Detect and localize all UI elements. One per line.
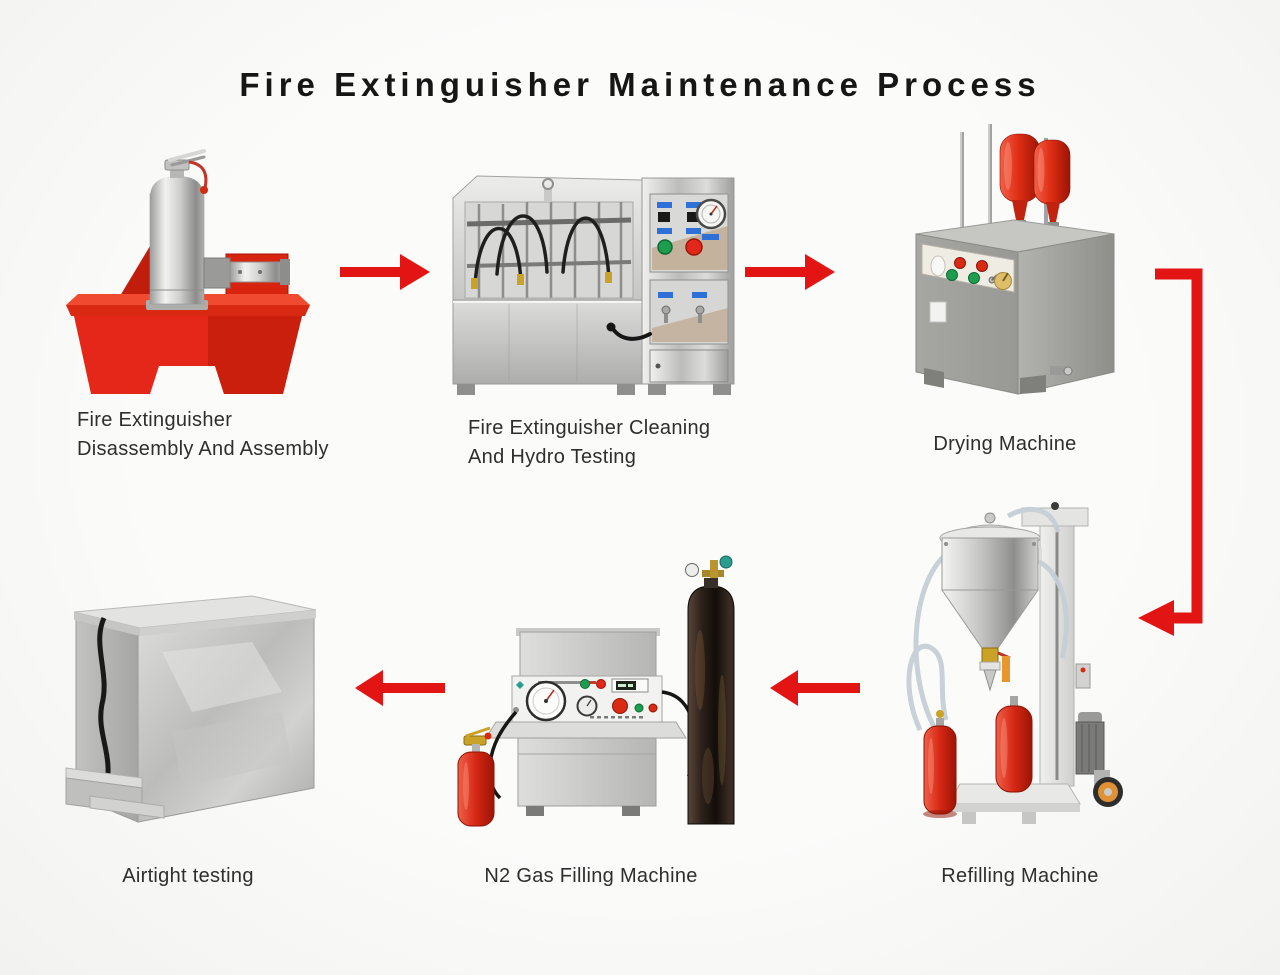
lift-column bbox=[1021, 502, 1091, 787]
caption-airtight: Airtight testing bbox=[122, 865, 254, 887]
machine-disassembly-and-assembly bbox=[58, 148, 318, 398]
hose-fitting bbox=[471, 278, 478, 289]
caption-n2-filling: N2 Gas Filling Machine bbox=[484, 865, 698, 887]
red-button bbox=[954, 257, 966, 269]
regulator-gauge bbox=[685, 563, 699, 577]
arrow-step4-to-step5-icon bbox=[768, 668, 863, 708]
extinguisher-on-floor bbox=[923, 710, 957, 818]
caption-disassembly: Fire Extinguisher Disassembly And Assemb… bbox=[77, 406, 329, 464]
machine-cleaning-and-hydro-testing bbox=[445, 152, 745, 397]
extinguisher-on-platform bbox=[995, 696, 1033, 793]
arrow-step5-to-step6-icon bbox=[353, 668, 448, 708]
vacuum-pump-motor bbox=[1075, 712, 1105, 775]
drain-valve bbox=[1050, 366, 1073, 376]
extinguisher-cylinder bbox=[146, 149, 208, 310]
caption-drying: Drying Machine bbox=[933, 433, 1077, 455]
powder-hopper bbox=[939, 512, 1042, 649]
green-button bbox=[968, 272, 980, 284]
caption-line: Fire Extinguisher bbox=[77, 409, 233, 431]
cylinder-regulator bbox=[685, 555, 733, 578]
label-sticker bbox=[929, 301, 947, 323]
red-workbench bbox=[66, 246, 310, 394]
filling-nozzle bbox=[979, 647, 1011, 692]
test-hoses bbox=[473, 214, 611, 288]
small-green-button bbox=[634, 703, 644, 713]
caption-line: Fire Extinguisher Cleaning bbox=[468, 417, 711, 439]
refilling-machine-illustration bbox=[906, 502, 1123, 824]
water-tub bbox=[452, 299, 643, 385]
caster-wheel bbox=[1093, 770, 1123, 807]
machine-drying bbox=[900, 120, 1130, 395]
tank-body bbox=[73, 595, 317, 823]
main-pressure-gauge bbox=[525, 680, 567, 722]
water-faucet bbox=[542, 178, 554, 202]
airtight-testing-tank-illustration bbox=[65, 595, 317, 823]
caption-refilling: Refilling Machine bbox=[941, 865, 1099, 887]
inverted-red-tanks bbox=[999, 133, 1071, 228]
large-red-button bbox=[612, 698, 628, 714]
red-button bbox=[976, 260, 988, 272]
caption-line: Disassembly And Assembly bbox=[77, 438, 329, 460]
small-red-extinguisher bbox=[457, 726, 495, 827]
secondary-gauge bbox=[576, 695, 598, 717]
machine-foot bbox=[924, 368, 944, 388]
caption-line: And Hydro Testing bbox=[468, 446, 637, 468]
work-ledge bbox=[485, 721, 687, 739]
regulator-handwheel bbox=[719, 555, 733, 569]
control-column bbox=[606, 177, 735, 385]
arrow-step3-to-step4-elbow-icon bbox=[1128, 258, 1218, 643]
red-stop-button bbox=[685, 238, 703, 256]
disassembly-machine-illustration bbox=[66, 149, 310, 394]
switch-box bbox=[1075, 663, 1091, 689]
machine-airtight-testing bbox=[52, 582, 332, 837]
clamp-assembly bbox=[203, 257, 290, 289]
machine-refilling bbox=[890, 498, 1140, 833]
control-panel bbox=[921, 243, 1015, 293]
cleaning-machine-illustration bbox=[452, 175, 735, 395]
caption-cleaning: Fire Extinguisher Cleaning And Hydro Tes… bbox=[468, 414, 710, 472]
filling-cabinet bbox=[485, 628, 687, 816]
powder-hoses bbox=[906, 506, 1069, 736]
green-start-button bbox=[657, 239, 673, 255]
panel-caption-text bbox=[590, 716, 643, 719]
drying-machine-illustration bbox=[915, 124, 1115, 395]
machine-feet bbox=[457, 384, 731, 395]
hose-fitting bbox=[517, 274, 524, 285]
test-hose bbox=[97, 616, 111, 789]
spray-nozzle-hose bbox=[611, 327, 652, 341]
small-red-button bbox=[648, 703, 658, 713]
step-bracket bbox=[65, 767, 165, 819]
page-title: Fire Extinguisher Maintenance Process bbox=[239, 66, 1041, 104]
arrow-step1-to-step2-icon bbox=[338, 252, 433, 292]
hose-fitting bbox=[605, 272, 612, 283]
machine-foot bbox=[1020, 375, 1046, 394]
pressure-gauge bbox=[695, 198, 727, 230]
digital-display bbox=[611, 678, 649, 693]
arrow-step2-to-step3-icon bbox=[743, 252, 838, 292]
red-button bbox=[596, 679, 606, 689]
valve-pressure-dot bbox=[200, 186, 208, 194]
test-rack bbox=[466, 202, 632, 298]
brand-logo bbox=[516, 681, 524, 689]
green-button bbox=[580, 679, 590, 689]
n2-gas-cylinder bbox=[685, 555, 735, 825]
machine-n2-gas-filling bbox=[440, 540, 740, 840]
green-button bbox=[946, 269, 958, 281]
cabinet-door bbox=[649, 349, 729, 383]
n2-filling-machine-illustration bbox=[457, 555, 735, 827]
